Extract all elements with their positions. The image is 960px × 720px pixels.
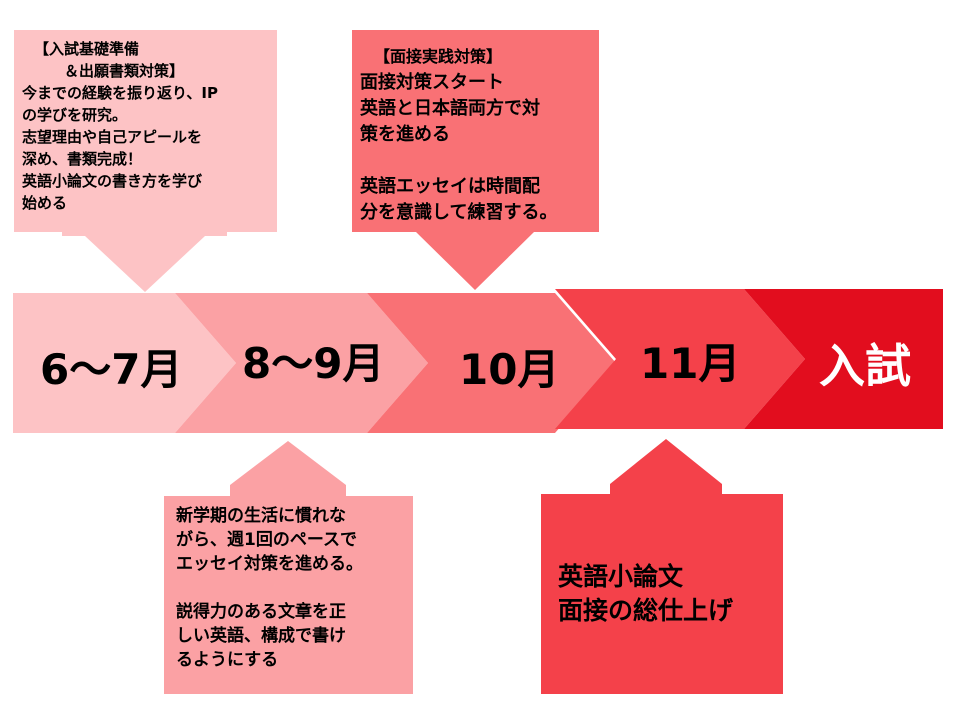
callout-8-9-line xyxy=(176,576,363,600)
callout-10-line xyxy=(360,148,557,174)
chevron-stage-8-9 xyxy=(175,293,428,433)
callout-6-7-line: 英語小論文の書き方を学び xyxy=(22,172,203,190)
chevron-stage-10 xyxy=(367,293,616,433)
callout-6-7-line: 志望理由や自己アピールを xyxy=(22,128,203,146)
callout-10-line: 英語エッセイは時間配 xyxy=(360,176,540,197)
stage-label-11: 11月 xyxy=(640,339,741,388)
stage-label-6-7: 6～7月 xyxy=(40,345,183,394)
callout-arrow-8-9 xyxy=(164,441,413,694)
callout-11-line: 面接の総仕上げ xyxy=(558,596,734,625)
stage-label-exam: 入試 xyxy=(819,339,911,393)
chevron-stage-11 xyxy=(555,289,805,429)
callout-arrow-6-7 xyxy=(14,30,277,292)
callout-10-heading: 【面接実践対策】 xyxy=(374,47,503,66)
callout-11-line: 英語小論文 xyxy=(558,562,684,591)
callout-arrow-10 xyxy=(352,30,599,290)
callout-6-7-heading-2: ＆出願書類対策】 xyxy=(64,62,185,80)
callout-6-7-heading-1: 【入試基礎準備 xyxy=(34,40,140,58)
chevron-stage-6-7 xyxy=(13,293,236,433)
chevron-stage-exam xyxy=(744,289,943,429)
callout-arrow-11 xyxy=(541,439,783,694)
callout-6-7-line: 今までの経験を振り返り、IP xyxy=(22,84,218,102)
callout-text-11: 英語小論文 面接の総仕上げ xyxy=(558,560,733,628)
callout-8-9-line: るようにする xyxy=(176,650,279,670)
callout-10-line: 分を意識して練習する。 xyxy=(360,202,558,223)
stage-label-8-9: 8～9月 xyxy=(242,339,385,388)
callout-8-9-line: 新学期の生活に慣れな xyxy=(176,506,346,526)
callout-6-7-line: の学びを研究。 xyxy=(22,106,128,124)
callout-10-line: 英語と日本語両方で対 xyxy=(360,98,540,119)
callout-8-9-line: がら、週1回のペースで xyxy=(176,530,357,550)
callout-10-line: 面接対策スタート xyxy=(360,72,504,93)
callout-6-7-line: 深め、書類完成！ xyxy=(22,150,143,168)
callout-8-9-line: 説得力のある文章を正 xyxy=(176,602,346,622)
callout-8-9-line: しい英語、構成で書け xyxy=(176,626,346,646)
callout-6-7-line: 始める xyxy=(22,194,68,212)
callout-8-9-line: エッセイ対策を進める。 xyxy=(176,554,363,574)
callout-10-line: 策を進める xyxy=(360,124,450,145)
stage-label-10: 10月 xyxy=(459,345,560,394)
callout-text-6-7: 【入試基礎準備 ＆出願書類対策】 今までの経験を振り返り、IP の学びを研究。 … xyxy=(22,38,218,214)
callout-text-8-9: 新学期の生活に慣れな がら、週1回のペースで エッセイ対策を進める。 説得力のあ… xyxy=(176,504,363,672)
callout-text-10: 【面接実践対策】 面接対策スタート 英語と日本語両方で対 策を進める 英語エッセ… xyxy=(360,44,557,226)
